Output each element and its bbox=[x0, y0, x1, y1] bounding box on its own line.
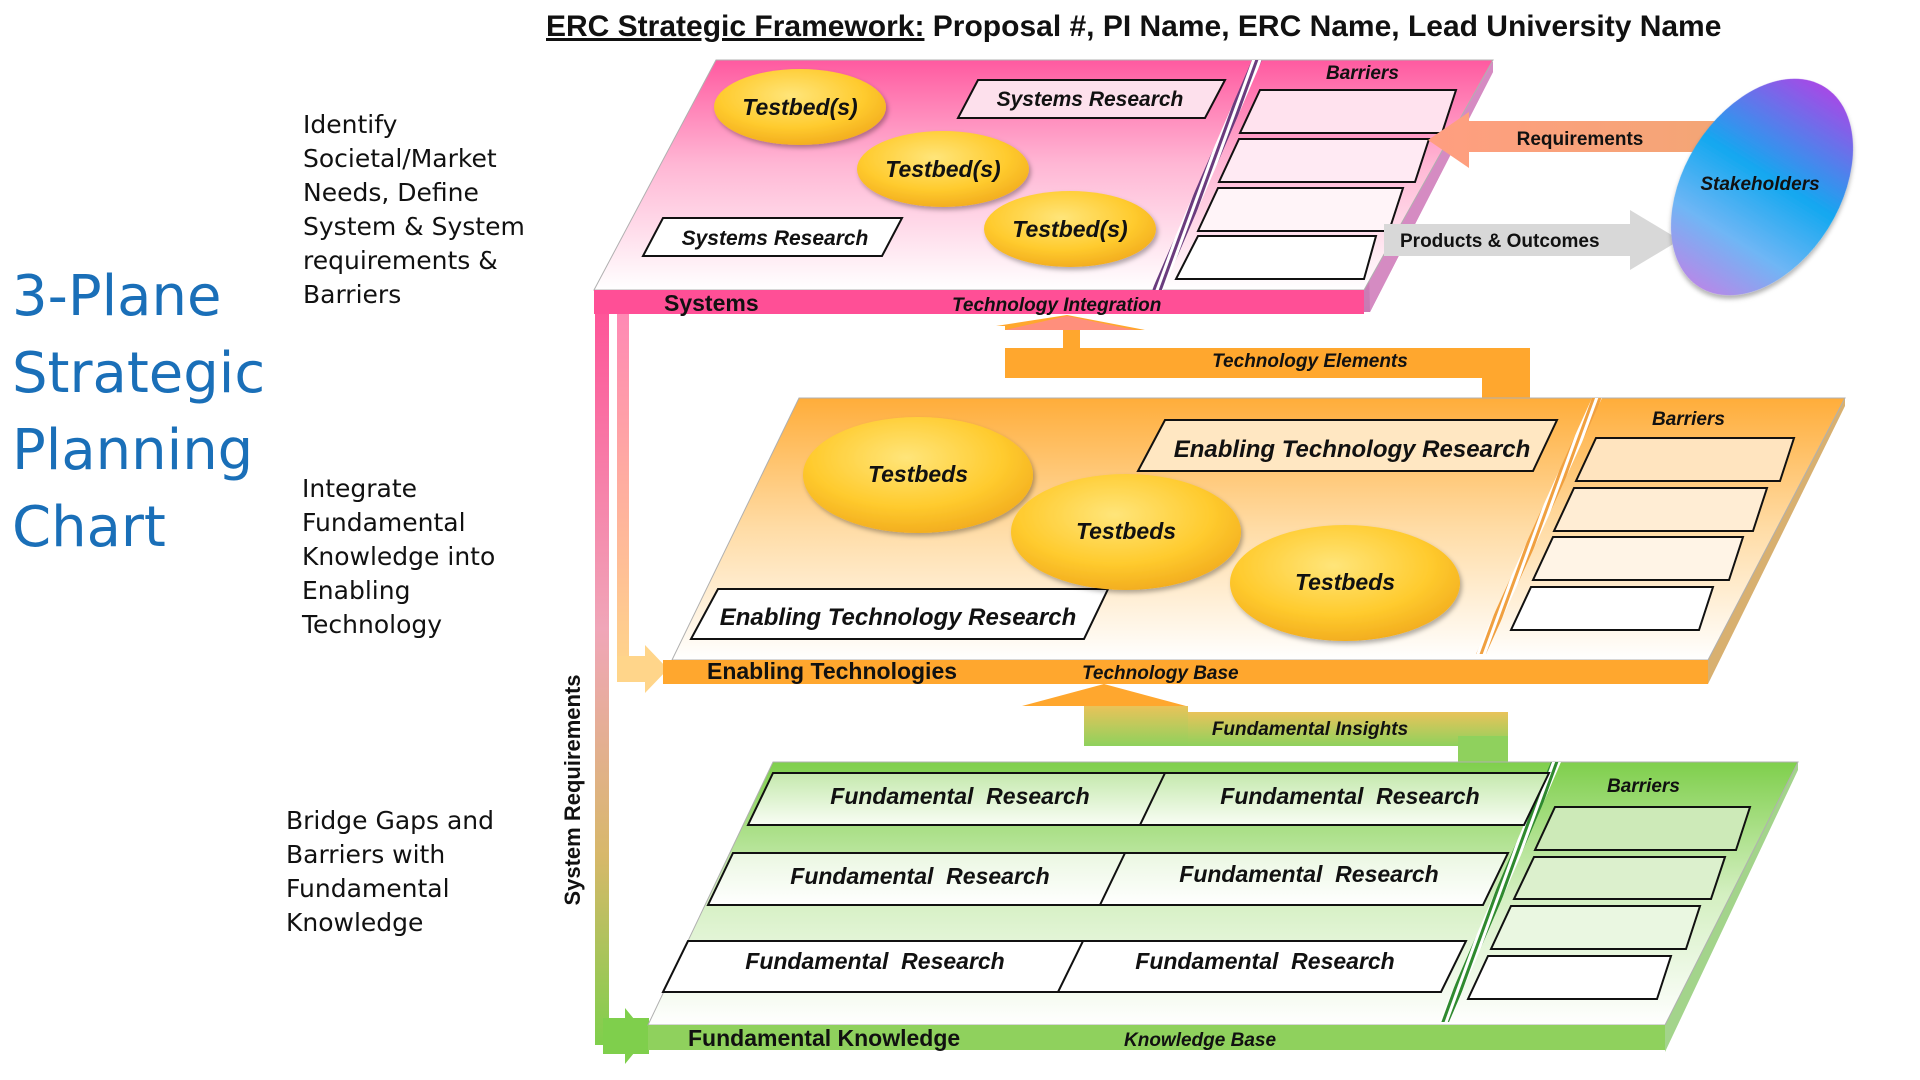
fundamental-research-label: Fundamental Research bbox=[1179, 861, 1438, 887]
fundamental-research-label: Fundamental Research bbox=[1220, 783, 1479, 809]
framework-title-underlined: ERC Strategic Framework: bbox=[546, 10, 924, 43]
systems-plane-description: Identify Societal/Market Needs, Define S… bbox=[303, 110, 525, 309]
fundamental-barrier-box bbox=[1466, 955, 1673, 1000]
enabling-plane-label: Enabling Technologies bbox=[707, 658, 957, 684]
fundamental-barrier-box bbox=[1489, 905, 1702, 950]
system-requirements-arrows: System Requirements bbox=[560, 290, 668, 1064]
systems-testbed-label: Testbed(s) bbox=[885, 156, 1000, 182]
fundamental-research-label: Fundamental Research bbox=[790, 863, 1049, 889]
enabling-plane-description: Integrate Fundamental Knowledge into Ena… bbox=[302, 474, 496, 639]
framework-title: ERC Strategic Framework: Proposal #, PI … bbox=[546, 10, 1721, 43]
products-outcomes-arrow bbox=[1384, 210, 1680, 270]
fundamental-research-label: Fundamental Research bbox=[830, 783, 1089, 809]
systems-barrier-box bbox=[1217, 138, 1431, 183]
fundamental-research-box bbox=[1098, 852, 1510, 906]
fundamental-barrier-box bbox=[1512, 856, 1727, 900]
systems-barriers-label: Barriers bbox=[1326, 63, 1399, 84]
systems-testbed bbox=[984, 191, 1156, 267]
enabling-plane: Enabling Technologies Technology Base Ba… bbox=[663, 397, 1846, 684]
chart-title: 3-Plane Strategic Planning Chart bbox=[12, 264, 266, 560]
enabling-testbed bbox=[803, 417, 1033, 533]
fundamental-insights-flow: Fundamental Insights bbox=[1022, 684, 1508, 764]
enabling-research-box bbox=[1136, 419, 1559, 472]
systems-research-label: Systems Research bbox=[682, 227, 869, 250]
enabling-testbed-label: Testbeds bbox=[868, 461, 968, 487]
systems-barrier-box bbox=[1238, 89, 1458, 134]
fundamental-barriers-label: Barriers bbox=[1607, 776, 1680, 797]
systems-barrier-box bbox=[1174, 235, 1378, 280]
stakeholders-label: Stakeholders bbox=[1700, 174, 1819, 195]
fundamental-research-box bbox=[1138, 772, 1551, 826]
enabling-testbed-label: Testbeds bbox=[1295, 569, 1395, 595]
enabling-barrier-box bbox=[1509, 586, 1715, 631]
systems-testbed bbox=[714, 69, 886, 145]
products-outcomes-label: Products & Outcomes bbox=[1400, 231, 1600, 252]
fundamental-research-label: Fundamental Research bbox=[1135, 948, 1394, 974]
technology-elements-flow: Technology Elements bbox=[996, 315, 1530, 404]
systems-plane-label: Systems bbox=[664, 290, 759, 316]
enabling-barrier-box bbox=[1552, 487, 1769, 532]
requirements-arrow bbox=[1428, 112, 1730, 168]
enabling-barrier-box bbox=[1531, 536, 1745, 581]
fundamental-insights-label: Fundamental Insights bbox=[1212, 719, 1408, 740]
systems-barrier-box bbox=[1196, 187, 1405, 232]
systems-research-box bbox=[956, 79, 1227, 119]
stakeholders-group: Requirements Products & Outcomes Stakeho… bbox=[1384, 78, 1854, 296]
enabling-research-label: Enabling Technology Research bbox=[720, 604, 1077, 631]
enabling-barrier-box bbox=[1574, 437, 1796, 482]
technology-base-label: Technology Base bbox=[1082, 663, 1239, 684]
enabling-research-box bbox=[689, 588, 1110, 640]
fundamental-barrier-box bbox=[1533, 806, 1752, 851]
enabling-base-bar bbox=[663, 660, 1708, 684]
technology-elements-label: Technology Elements bbox=[1212, 351, 1408, 372]
stakeholders-ellipse bbox=[1670, 78, 1854, 296]
fundamental-research-label: Fundamental Research bbox=[745, 948, 1004, 974]
requirements-label: Requirements bbox=[1517, 129, 1644, 150]
framework-title-rest: Proposal #, PI Name, ERC Name, Lead Univ… bbox=[924, 10, 1721, 43]
system-requirements-label: System Requirements bbox=[560, 674, 585, 905]
fundamental-base-bar bbox=[648, 1025, 1665, 1050]
technology-integration-label: Technology Integration bbox=[952, 295, 1161, 316]
enabling-testbed bbox=[1230, 525, 1460, 641]
systems-research-box bbox=[641, 217, 904, 257]
enabling-barriers-label: Barriers bbox=[1652, 409, 1725, 430]
knowledge-base-label: Knowledge Base bbox=[1124, 1030, 1276, 1051]
systems-plane: Systems Technology Integration Barriers … bbox=[593, 59, 1494, 316]
fundamental-plane-description: Bridge Gaps and Barriers with Fundamenta… bbox=[286, 806, 495, 937]
enabling-research-label: Enabling Technology Research bbox=[1174, 436, 1531, 463]
fundamental-plane: Fundamental Knowledge Knowledge Base Bar… bbox=[647, 761, 1799, 1052]
systems-testbed-label: Testbed(s) bbox=[1012, 216, 1127, 242]
enabling-testbed bbox=[1011, 474, 1241, 590]
enabling-testbed-label: Testbeds bbox=[1076, 518, 1176, 544]
fundamental-research-box bbox=[1056, 940, 1468, 993]
systems-testbed bbox=[857, 131, 1029, 207]
systems-base-bar bbox=[594, 290, 1364, 314]
fundamental-plane-label: Fundamental Knowledge bbox=[688, 1025, 960, 1051]
systems-testbed-label: Testbed(s) bbox=[742, 94, 857, 120]
systems-research-label: Systems Research bbox=[997, 88, 1184, 111]
